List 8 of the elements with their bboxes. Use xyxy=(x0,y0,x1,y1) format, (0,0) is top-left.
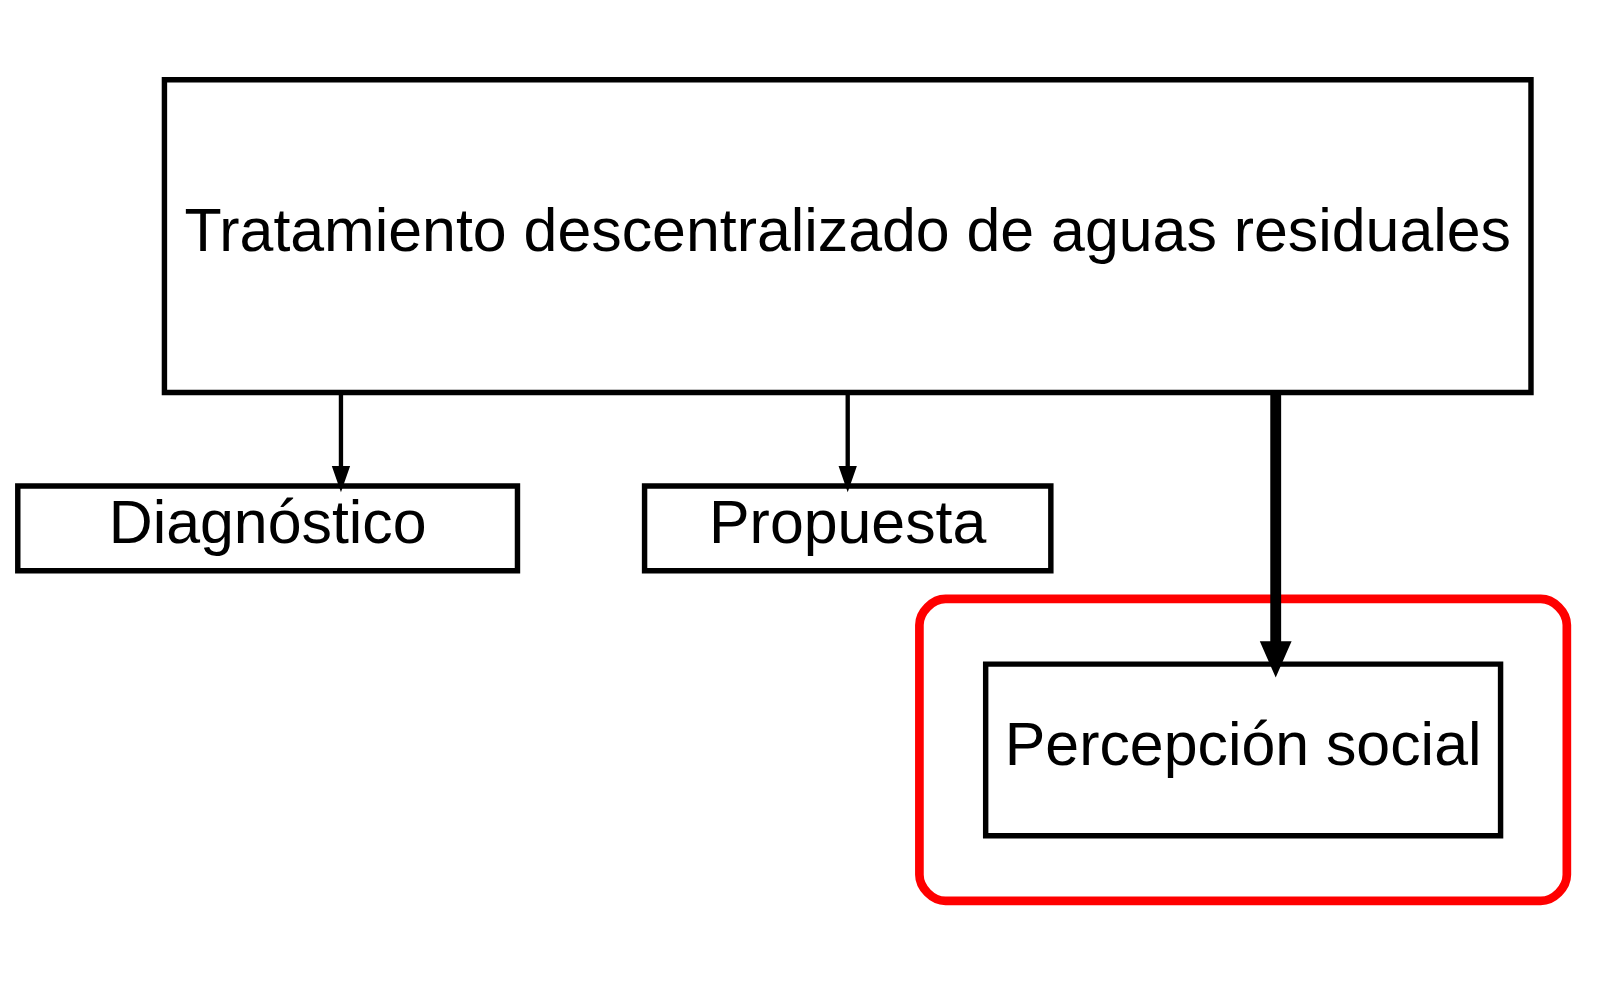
arrow xyxy=(1259,393,1292,678)
node-box: Tratamiento descentralizado de aguas residuales xyxy=(161,76,1534,396)
arrow xyxy=(331,393,350,493)
node-box: Diagnóstico xyxy=(14,483,520,574)
arrow xyxy=(838,393,857,493)
node-box: Percepción social xyxy=(982,661,1503,839)
cluster xyxy=(914,594,1571,906)
node-box: Propuesta xyxy=(641,483,1054,574)
